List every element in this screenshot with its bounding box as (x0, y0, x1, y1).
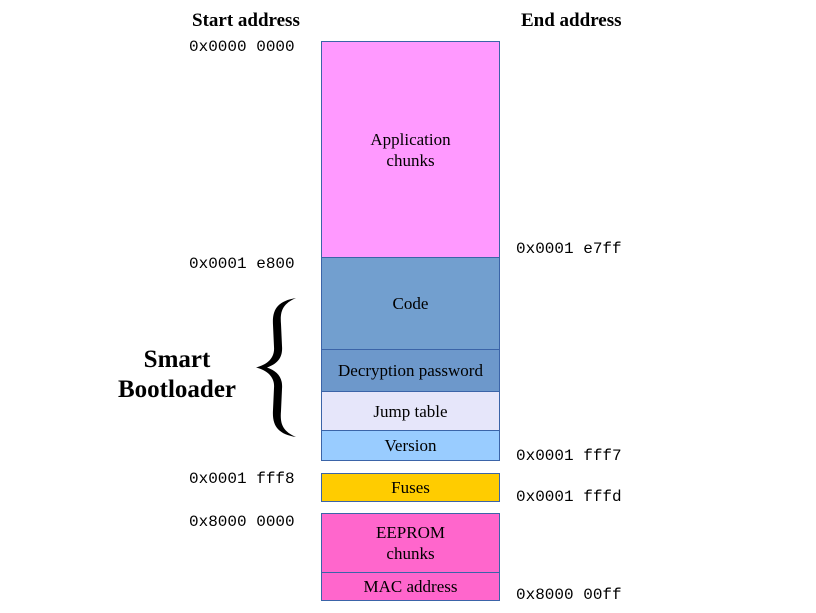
application-chunks-block: Application chunks (321, 41, 500, 258)
end-address-header: End address (521, 10, 622, 31)
code-block: Code (321, 257, 500, 350)
decryption-password-label: Decryption password (338, 361, 483, 380)
eeprom-chunks-label: EEPROM chunks (376, 523, 445, 563)
end-address-fuses: 0x0001 fffd (516, 488, 622, 506)
mac-address-label: MAC address (363, 577, 458, 596)
mac-address-block: MAC address (321, 572, 500, 601)
decryption-password-block: Decryption password (321, 349, 500, 392)
fuses-block: Fuses (321, 473, 500, 502)
end-address-bootloader: 0x0001 fff7 (516, 447, 622, 465)
code-label: Code (392, 294, 429, 313)
curly-brace-icon (256, 298, 296, 437)
smart-bootloader-label: Smart Bootloader (117, 346, 237, 403)
jump-table-block: Jump table (321, 391, 500, 431)
fuses-label: Fuses (391, 478, 430, 497)
application-chunks-label: Application chunks (370, 129, 451, 170)
version-block: Version (321, 430, 500, 461)
start-address-application: 0x0000 0000 (189, 38, 295, 56)
start-address-bootloader: 0x0001 e800 (189, 255, 295, 273)
version-label: Version (384, 436, 437, 455)
end-address-eeprom: 0x8000 00ff (516, 586, 622, 604)
end-address-application: 0x0001 e7ff (516, 240, 622, 258)
start-address-header: Start address (192, 10, 300, 31)
eeprom-chunks-block: EEPROM chunks (321, 513, 500, 573)
start-address-fuses: 0x0001 fff8 (189, 470, 295, 488)
jump-table-label: Jump table (373, 401, 448, 421)
start-address-eeprom: 0x8000 0000 (189, 513, 295, 531)
